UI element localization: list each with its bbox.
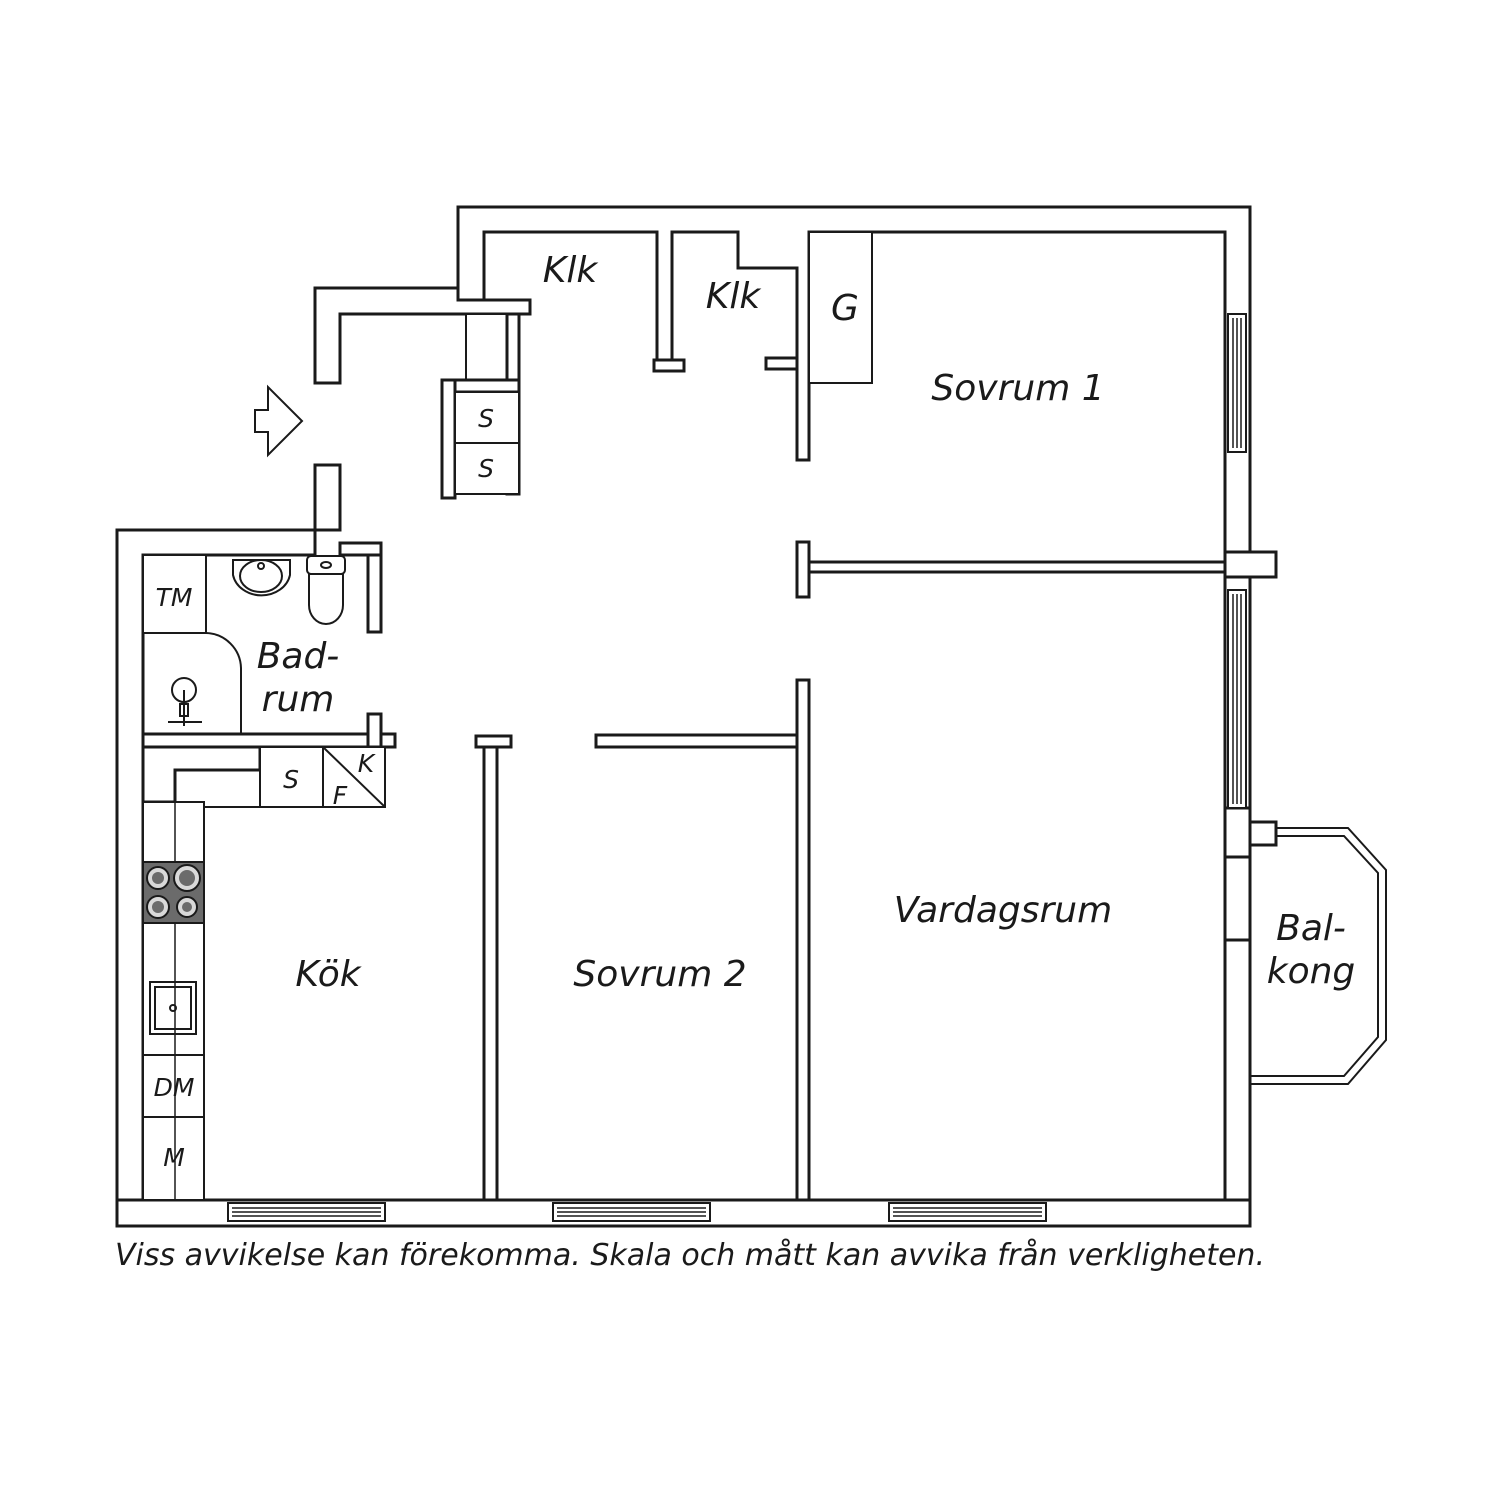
- balcony-railing: [1250, 827, 1387, 1085]
- fixture-label-kitchen-s: S: [283, 765, 299, 794]
- room-label-sovrum-1: Sovrum 1: [931, 368, 1104, 409]
- room-label-vardagsrum: Vardagsrum: [894, 890, 1112, 931]
- sink-icon: [232, 559, 291, 597]
- room-label-badrum-line2: rum: [262, 679, 335, 720]
- fixture-label-f: F: [333, 781, 348, 810]
- room-label-balkong-line2: kong: [1267, 951, 1356, 992]
- fixture-label-dm: DM: [154, 1073, 195, 1102]
- room-label-kok: Kök: [295, 954, 362, 995]
- room-label-sovrum-2: Sovrum 2: [573, 954, 746, 995]
- room-label-klk-1: Klk: [543, 250, 600, 291]
- interior-walls: [141, 231, 1278, 1202]
- room-label-badrum-line1: Bad-: [257, 636, 340, 677]
- entrance-arrow-icon: [254, 384, 304, 458]
- washing-machine-cabinet: [142, 554, 207, 634]
- kitchen-sink-icon: [149, 981, 197, 1035]
- fixture-label-m: M: [163, 1143, 185, 1172]
- fixture-label-hall-s2: S: [478, 454, 494, 483]
- shower-area: [142, 632, 242, 735]
- bathroom-fixtures: [142, 554, 346, 735]
- room-label-klk-2: Klk: [706, 276, 763, 317]
- kitchen-fixtures: [142, 746, 386, 1201]
- windows: [227, 313, 1247, 1222]
- room-label-garderob: G: [831, 288, 859, 329]
- toilet-icon: [306, 555, 346, 575]
- room-label-balkong-line1: Bal-: [1276, 908, 1346, 949]
- fixture-label-tm: TM: [156, 583, 193, 612]
- fixture-label-k: K: [358, 749, 377, 778]
- disclaimer-text: Viss avvikelse kan förekomma. Skala och …: [115, 1238, 1265, 1273]
- fixture-label-hall-s1: S: [478, 404, 494, 433]
